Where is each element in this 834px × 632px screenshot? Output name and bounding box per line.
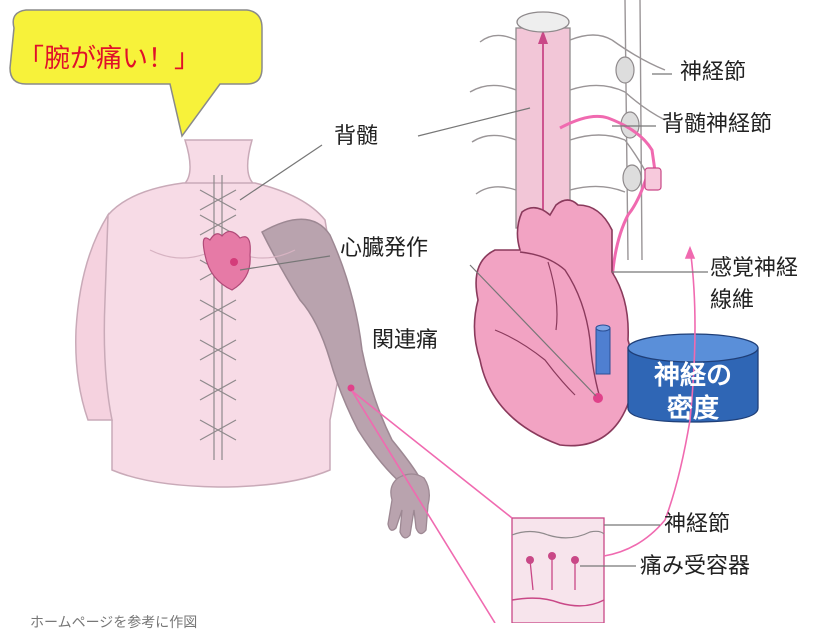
label-spinal-cord: 背髄 <box>334 126 378 148</box>
large-heart <box>474 200 633 446</box>
speech-bubble-text: 「腕が痛い！」 <box>18 38 200 75</box>
label-sensory-fiber-1: 感覚神経 <box>710 258 798 280</box>
label-pain-receptor: 痛み受容器 <box>640 556 750 578</box>
label-heart-attack: 心臓発作 <box>340 238 428 260</box>
label-referred-pain: 関連痛 <box>372 330 438 352</box>
skin-inset <box>512 518 604 623</box>
referred-pain-dot <box>348 385 355 392</box>
footer-note: ホームページを参考に作図 <box>30 612 197 632</box>
label-spinal-ganglion: 背髄神経節 <box>662 114 772 136</box>
cylinder-line-1: 神経の <box>628 360 758 393</box>
cylinder-line-2: 密度 <box>628 393 758 426</box>
label-sensory-fiber-2: 線維 <box>710 290 754 312</box>
small-cylinder-marker <box>596 325 610 374</box>
label-ganglion-bottom: 神経節 <box>664 514 730 536</box>
cylinder-label: 神経の 密度 <box>628 360 758 425</box>
label-ganglion-top: 神経節 <box>680 62 746 84</box>
